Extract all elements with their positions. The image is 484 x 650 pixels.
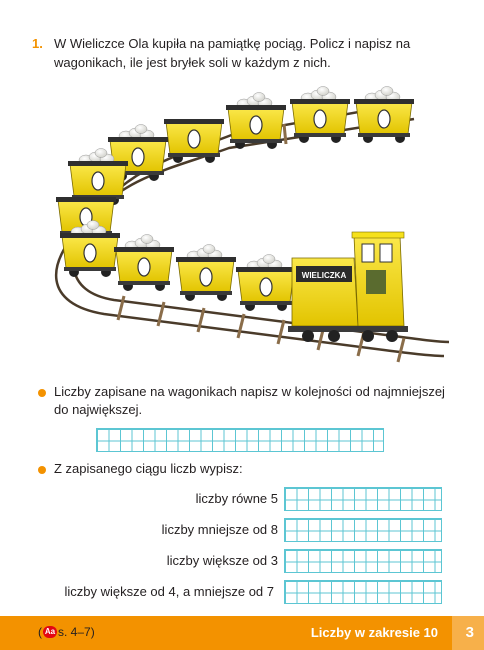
wagon-bottom-2 bbox=[113, 234, 175, 292]
locomotive-label: WIELICZKA bbox=[302, 271, 347, 280]
wagon-top-2 bbox=[289, 86, 351, 144]
answer-grid-less-8[interactable] bbox=[284, 518, 442, 542]
wagon-top-4 bbox=[163, 118, 225, 164]
train-illustration: WIELICZKA bbox=[54, 86, 450, 363]
bullet-1 bbox=[38, 389, 46, 397]
row-label-equal-5: liczby równe 5 bbox=[195, 491, 278, 506]
bullet-2 bbox=[38, 466, 46, 474]
wagon-top-1 bbox=[353, 86, 415, 144]
wagon-bottom-4 bbox=[235, 254, 297, 312]
answer-grid-equal-5[interactable] bbox=[284, 487, 442, 511]
answer-grid-greater-3[interactable] bbox=[284, 549, 442, 573]
chapter-title: Liczby w zakresie 10 bbox=[310, 625, 438, 640]
ref-text: s. 4–7) bbox=[58, 625, 95, 639]
row-label-between-4-7: liczby większe od 4, a mniejsze od 7 bbox=[64, 584, 274, 599]
footer-reference: ( Aa s. 4–7) bbox=[38, 625, 95, 639]
task-header: 1. W Wieliczce Ola kupiła na pamiątkę po… bbox=[32, 34, 458, 72]
instruction-order: Liczby zapisane na wagonikach napisz w k… bbox=[54, 384, 445, 417]
wagon-bottom-3 bbox=[175, 244, 237, 302]
aa-icon: Aa bbox=[43, 626, 57, 638]
ref-open: ( bbox=[38, 625, 42, 639]
page-number-box: 3 bbox=[452, 616, 484, 650]
task-instruction: W Wieliczce Ola kupiła na pamiątkę pocią… bbox=[54, 36, 411, 70]
answer-grid-order[interactable] bbox=[96, 428, 384, 452]
instruction-extract: Z zapisanego ciągu liczb wypisz: bbox=[54, 461, 243, 476]
answer-grid-between-4-7[interactable] bbox=[284, 580, 442, 604]
locomotive: WIELICZKA bbox=[288, 231, 408, 342]
row-label-greater-3: liczby większe od 3 bbox=[166, 553, 278, 568]
row-label-less-8: liczby mniejsze od 8 bbox=[161, 522, 278, 537]
wagon-top-3 bbox=[225, 92, 287, 150]
page-number: 3 bbox=[465, 624, 474, 641]
page-footer: ( Aa s. 4–7) Liczby w zakresie 10 3 bbox=[0, 616, 484, 650]
task-number: 1. bbox=[32, 36, 43, 51]
